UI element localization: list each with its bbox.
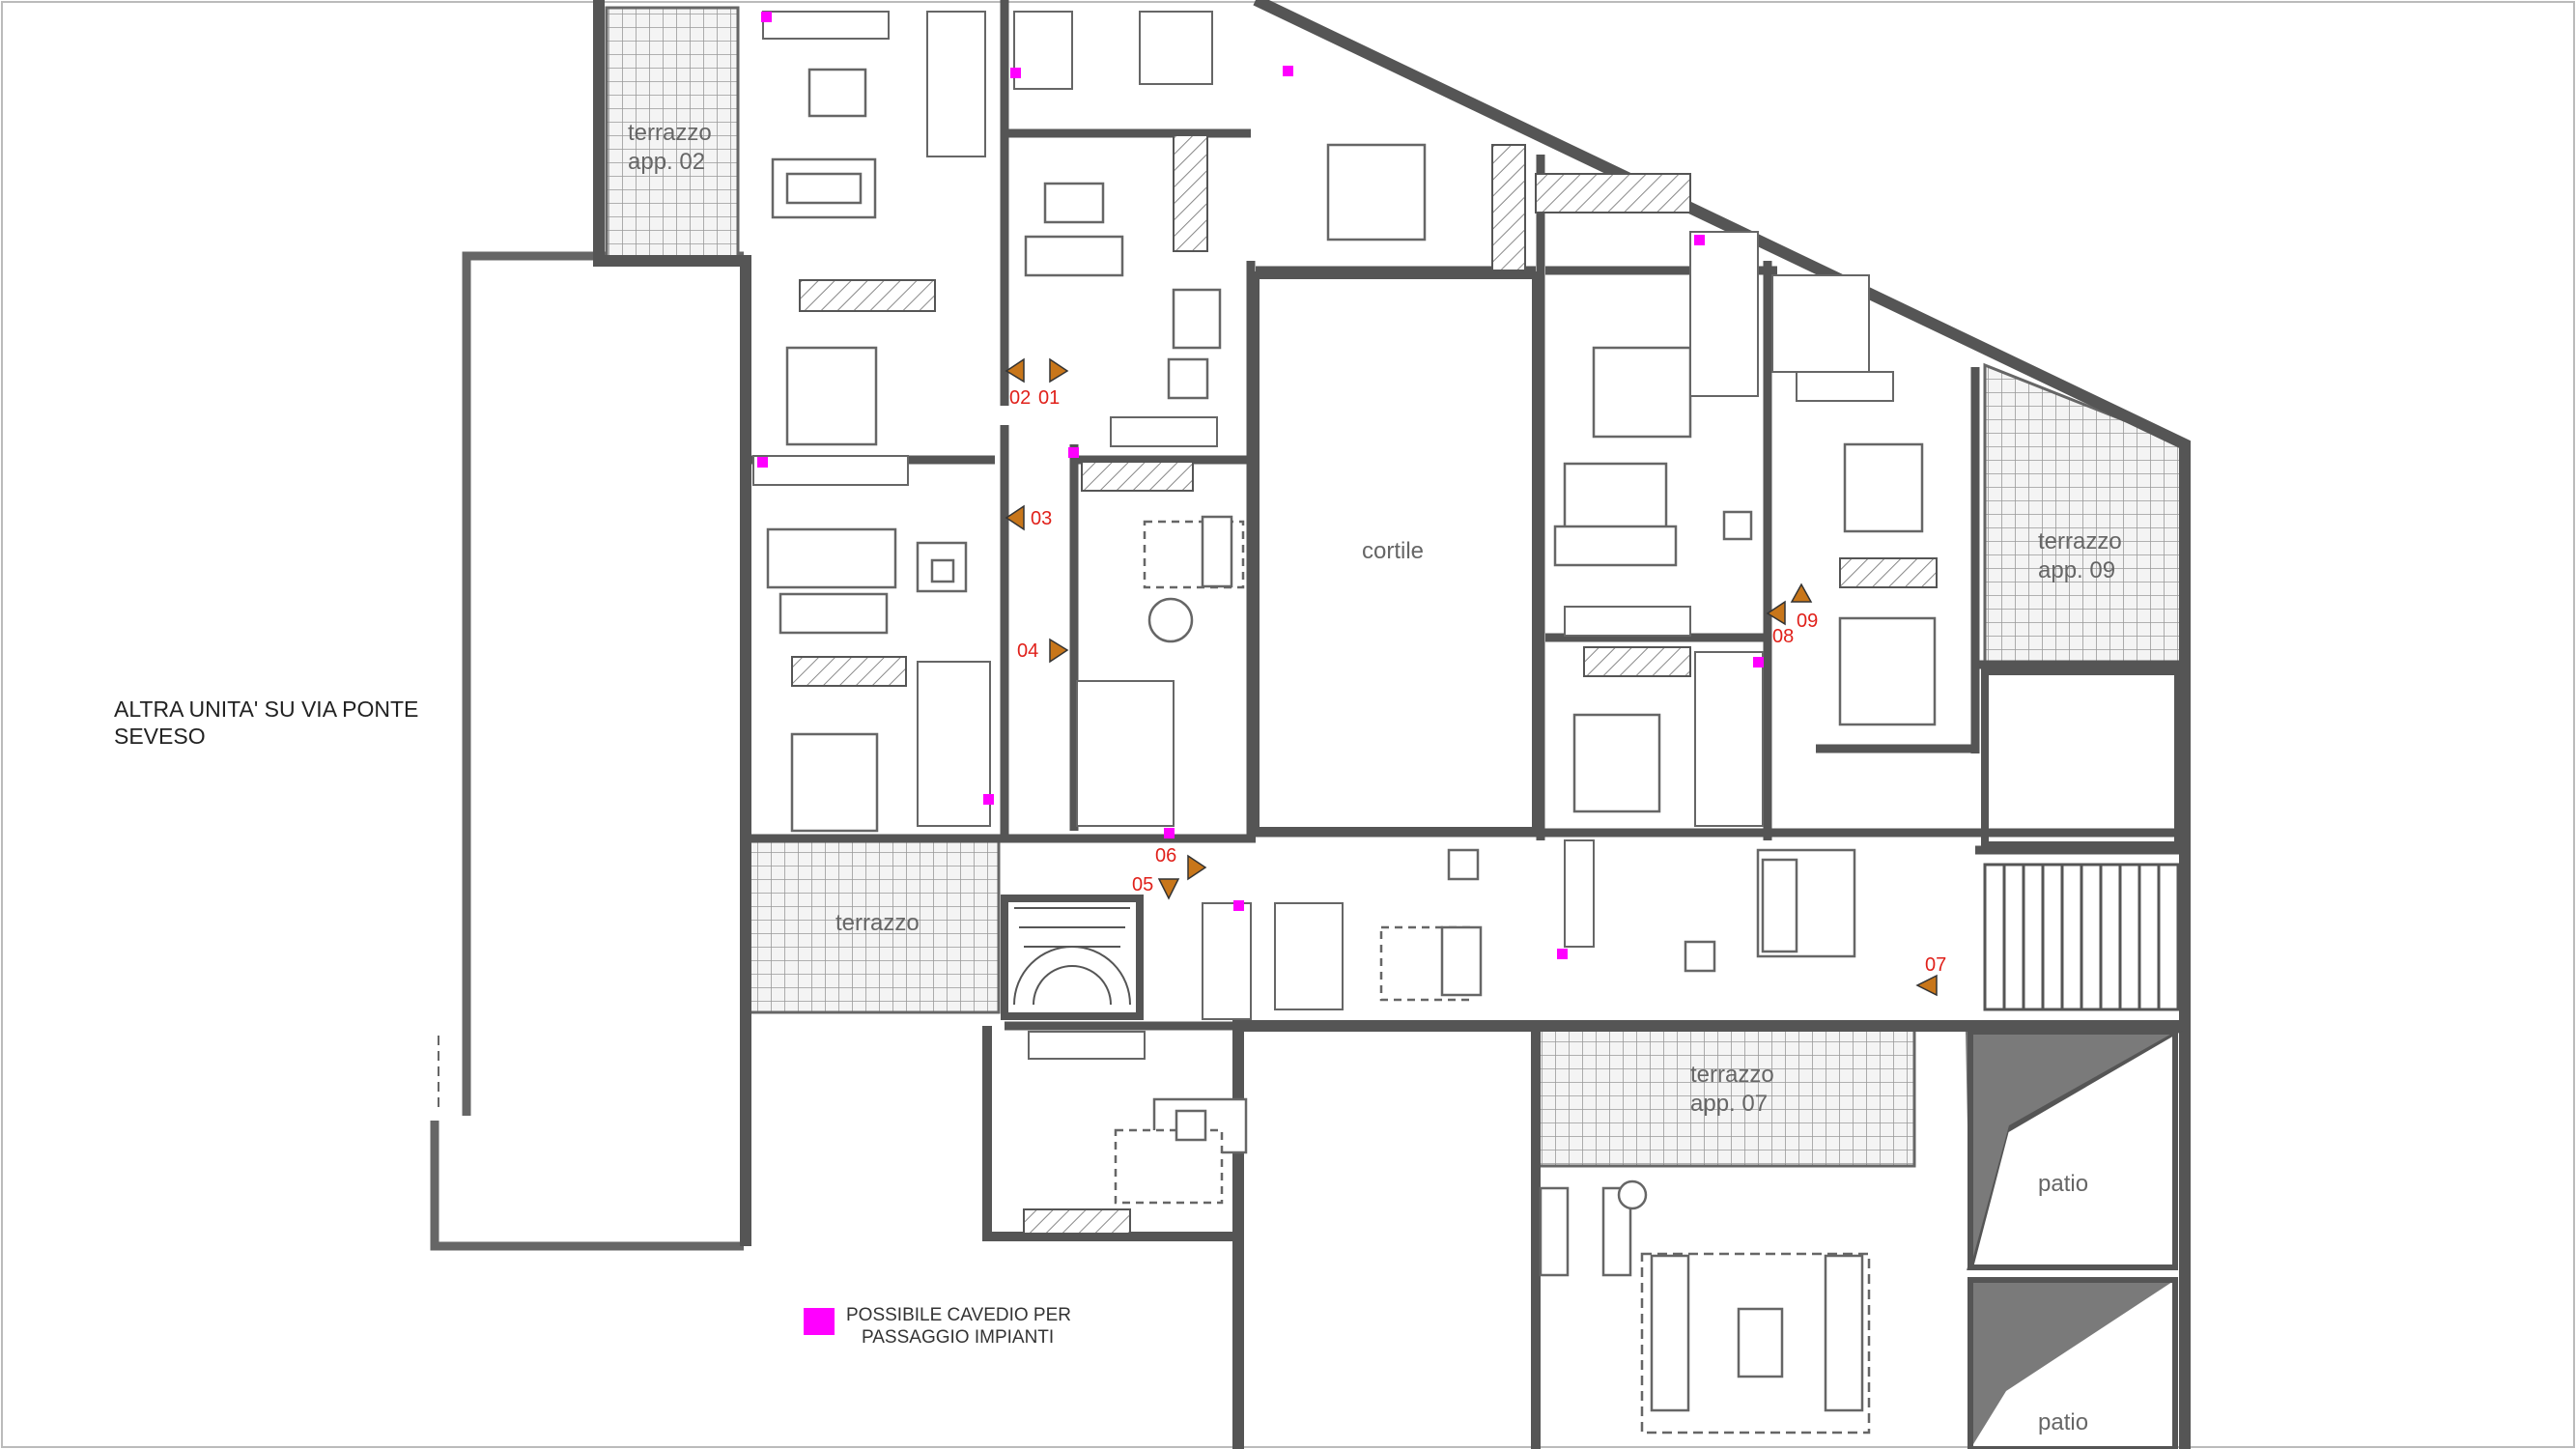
furniture	[766, 68, 1937, 1435]
marker-08: 08	[1766, 600, 1794, 647]
svg-text:04: 04	[1017, 640, 1038, 662]
terrace-app-09	[1983, 362, 2187, 667]
label-cortile: cortile	[1362, 538, 1424, 564]
terrace-app-07	[1534, 1024, 1916, 1168]
marker-04: 04	[1017, 638, 1069, 664]
marker-03: 03	[1005, 504, 1052, 531]
legend-line-1: POSSIBILE CAVEDIO PER	[846, 1305, 1071, 1325]
wardrobes	[791, 134, 1938, 1235]
svg-text:02: 02	[1009, 387, 1031, 409]
label-patio-1: patio	[2038, 1171, 2088, 1197]
svg-text:08: 08	[1772, 626, 1794, 647]
marker-05: 05	[1132, 874, 1180, 900]
label-altra-unita-2: SEVESO	[114, 724, 206, 749]
label-patio-2: patio	[2038, 1409, 2088, 1435]
external-stairs	[1983, 863, 2180, 1011]
legend-line-2: PASSAGGIO IMPIANTI	[862, 1327, 1054, 1348]
svg-text:07: 07	[1925, 954, 1946, 976]
kitchen-counters	[752, 11, 1894, 1060]
label-terrazzo: terrazzo	[835, 910, 920, 936]
marker-02: 02	[1005, 357, 1031, 409]
label-terrazzo-07-1: terrazzo	[1690, 1062, 1774, 1088]
label-terrazzo-09-2: app. 09	[2038, 557, 2115, 583]
label-terrazzo-09-1: terrazzo	[2038, 528, 2122, 554]
svg-text:01: 01	[1038, 387, 1060, 409]
viewpoint-markers: 01 02 03 04 05 06 07 08	[1005, 357, 1946, 997]
area-labels: ALTRA UNITA' SU VIA PONTE SEVESO terrazz…	[114, 120, 2122, 1435]
label-altra-unita-1: ALTRA UNITA' SU VIA PONTE	[114, 696, 418, 722]
adjacent-unit	[430, 251, 744, 1251]
patios	[1966, 1029, 2187, 1449]
svg-text:09: 09	[1797, 611, 1818, 632]
marker-07: 07	[1915, 954, 1946, 997]
staircase	[1013, 907, 1131, 1006]
terrace-app-02	[605, 6, 740, 263]
cavedio-markers	[757, 12, 1764, 959]
marker-01: 01	[1038, 357, 1069, 409]
bathroom-fixtures	[917, 11, 1870, 1020]
svg-text:06: 06	[1155, 845, 1176, 867]
legend-swatch	[804, 1308, 835, 1335]
marker-06: 06	[1155, 845, 1207, 881]
label-terrazzo-02-1: terrazzo	[628, 120, 712, 146]
label-terrazzo-02-2: app. 02	[628, 149, 705, 175]
building-walls	[593, 0, 2191, 1449]
label-terrazzo-07-2: app. 07	[1690, 1091, 1768, 1117]
marker-09: 09	[1790, 582, 1818, 632]
legend: POSSIBILE CAVEDIO PER PASSAGGIO IMPIANTI	[804, 1305, 1071, 1348]
svg-text:03: 03	[1031, 508, 1052, 529]
svg-text:05: 05	[1132, 874, 1153, 895]
